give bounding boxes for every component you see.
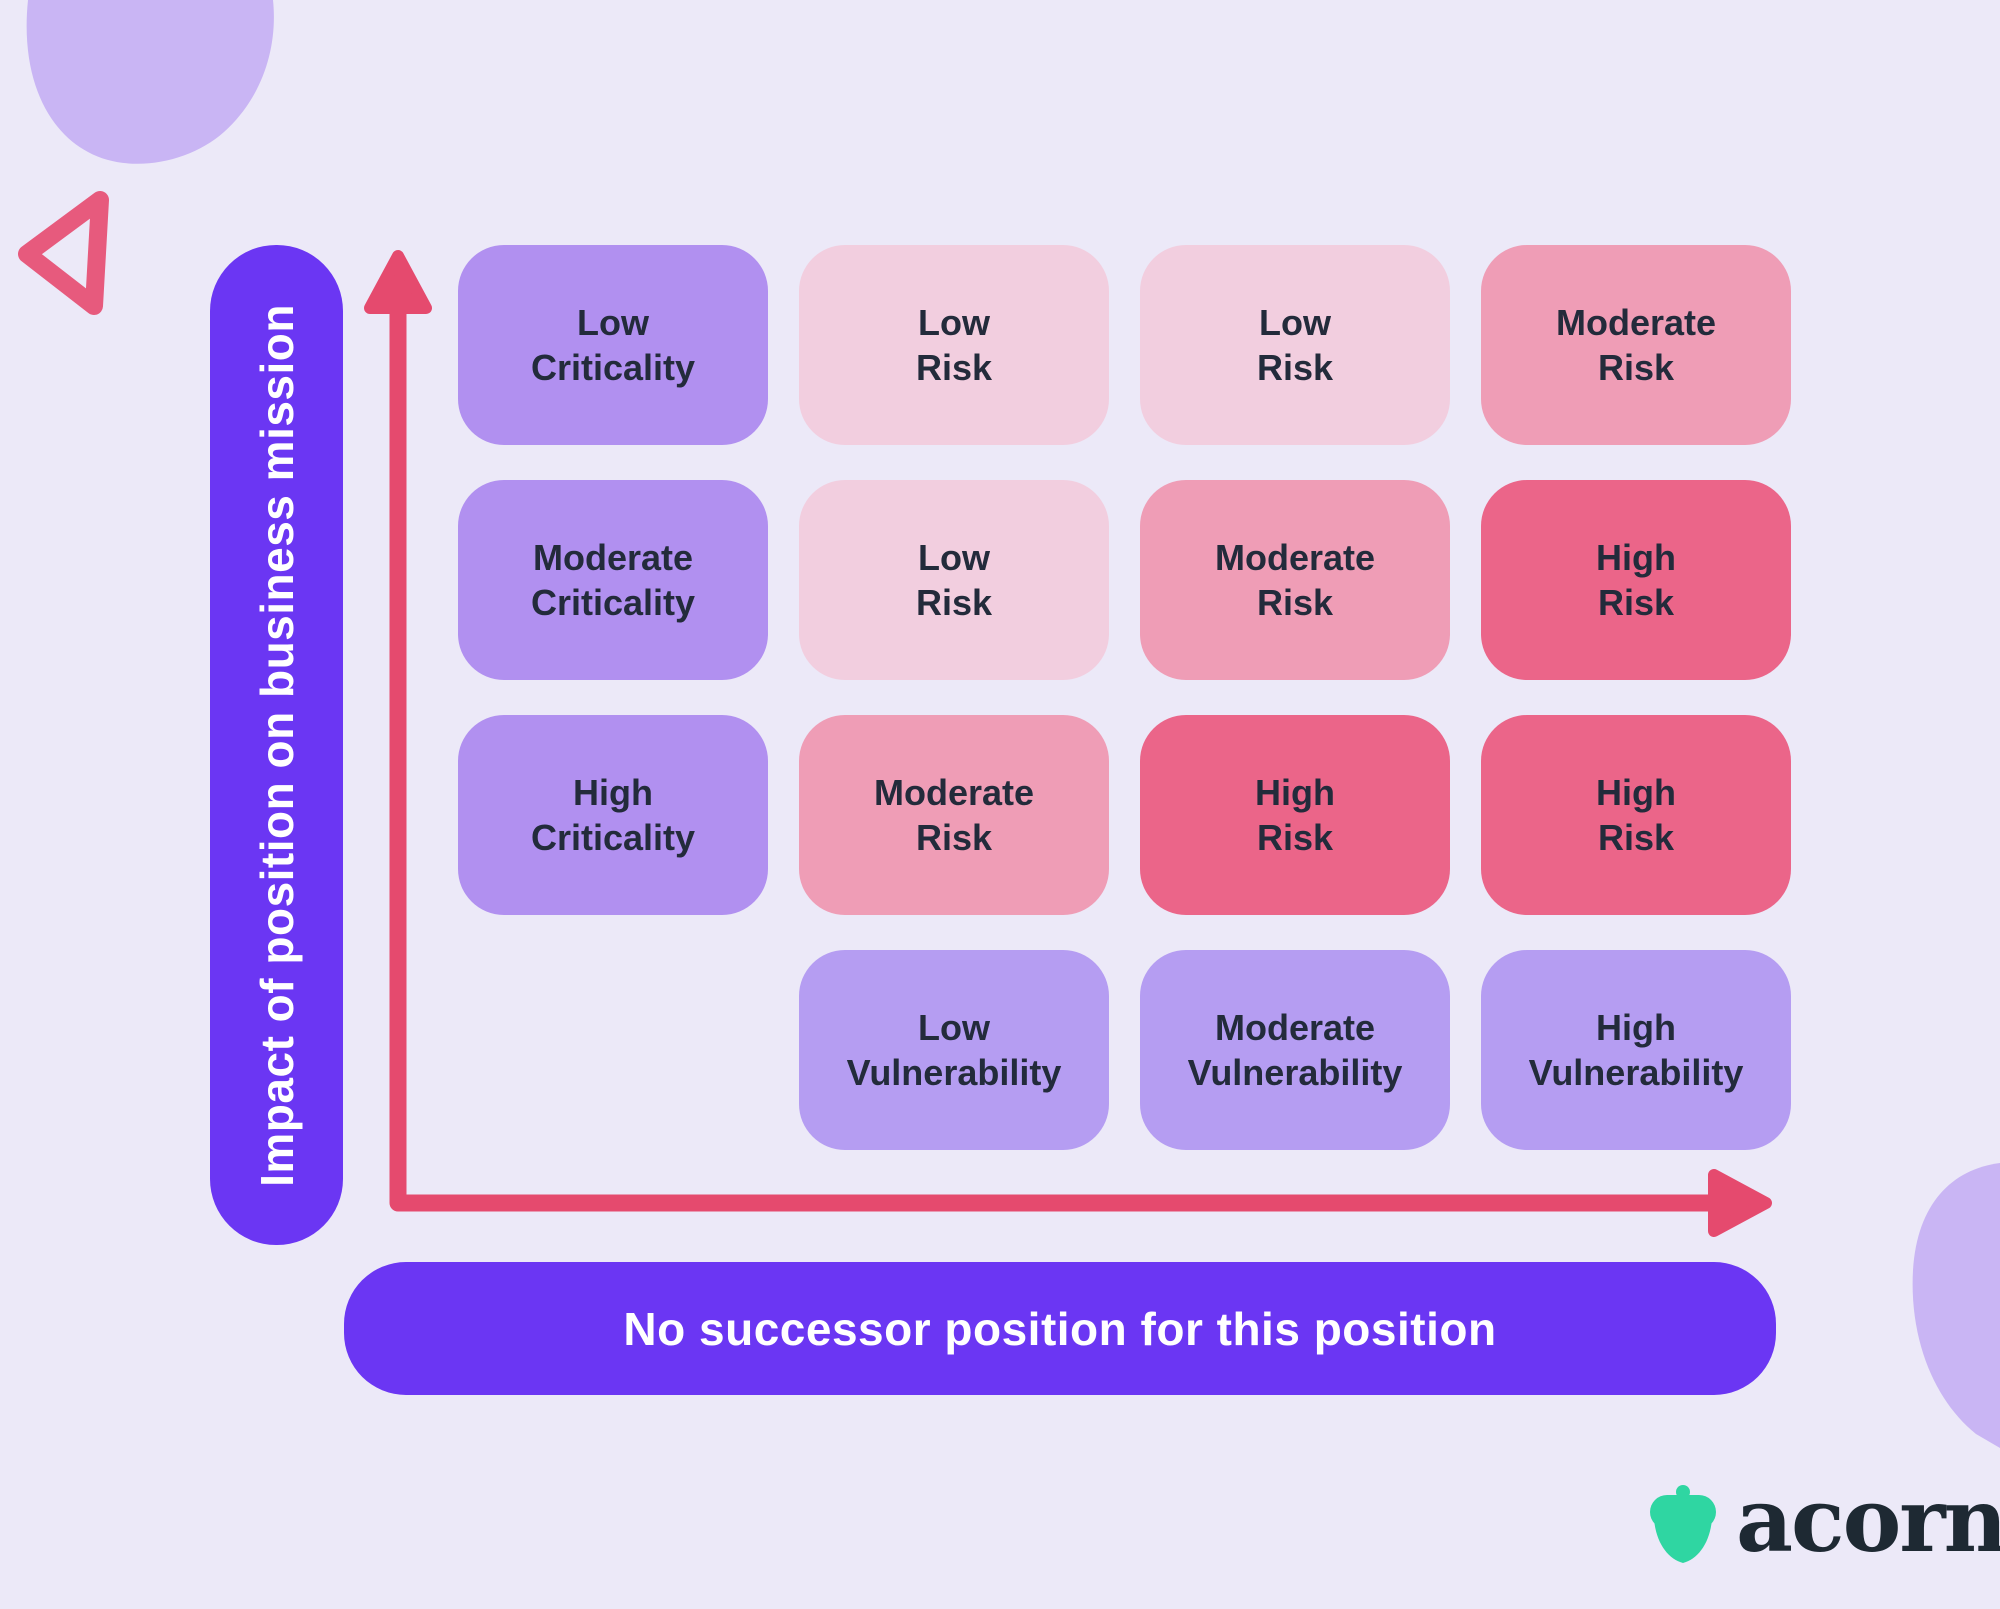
cell-r4c2-low-vulnerability: Low Vulnerability (799, 950, 1109, 1150)
cell-r3c3-high-risk: High Risk (1140, 715, 1450, 915)
cell-r1c1-low-criticality: Low Criticality (458, 245, 768, 445)
cell-r4c3-moderate-vulnerability: Moderate Vulnerability (1140, 950, 1450, 1150)
cell-r2c4-high-risk: High Risk (1481, 480, 1791, 680)
cell-r3c4-high-risk: High Risk (1481, 715, 1791, 915)
no-successor-label: No successor position for this position (623, 1302, 1497, 1355)
cell-r3c1-high-criticality: High Criticality (458, 715, 768, 915)
risk-matrix: Low Criticality Low Risk Low Risk Modera… (458, 245, 1791, 1150)
cell-r2c3-moderate-risk: Moderate Risk (1140, 480, 1450, 680)
cell-r1c3-low-risk: Low Risk (1140, 245, 1450, 445)
cell-r1c2-low-risk: Low Risk (799, 245, 1109, 445)
y-axis-label: Impact of position on business mission (250, 303, 303, 1187)
cell-r2c1-moderate-criticality: Moderate Criticality (458, 480, 768, 680)
y-axis-arrowhead-icon (364, 250, 432, 314)
no-successor-bar: No successor position for this position (344, 1262, 1776, 1395)
cell-r2c2-low-risk: Low Risk (799, 480, 1109, 680)
blob-top-left (26, 0, 274, 164)
blob-bottom-right (1912, 1163, 2000, 1448)
cell-r4c4-high-vulnerability: High Vulnerability (1481, 950, 1791, 1150)
triangle-outline-shape (18, 191, 109, 315)
cell-r3c2-moderate-risk: Moderate Risk (799, 715, 1109, 915)
acorn-wordmark: acorn (1736, 1468, 2000, 1572)
x-axis-arrowhead-icon (1708, 1169, 1772, 1237)
cell-r1c4-moderate-risk: Moderate Risk (1481, 245, 1791, 445)
acorn-logo: acorn (1650, 1476, 2000, 1574)
y-axis-bar: Impact of position on business mission (210, 245, 343, 1245)
acorn-icon (1650, 1485, 1716, 1563)
